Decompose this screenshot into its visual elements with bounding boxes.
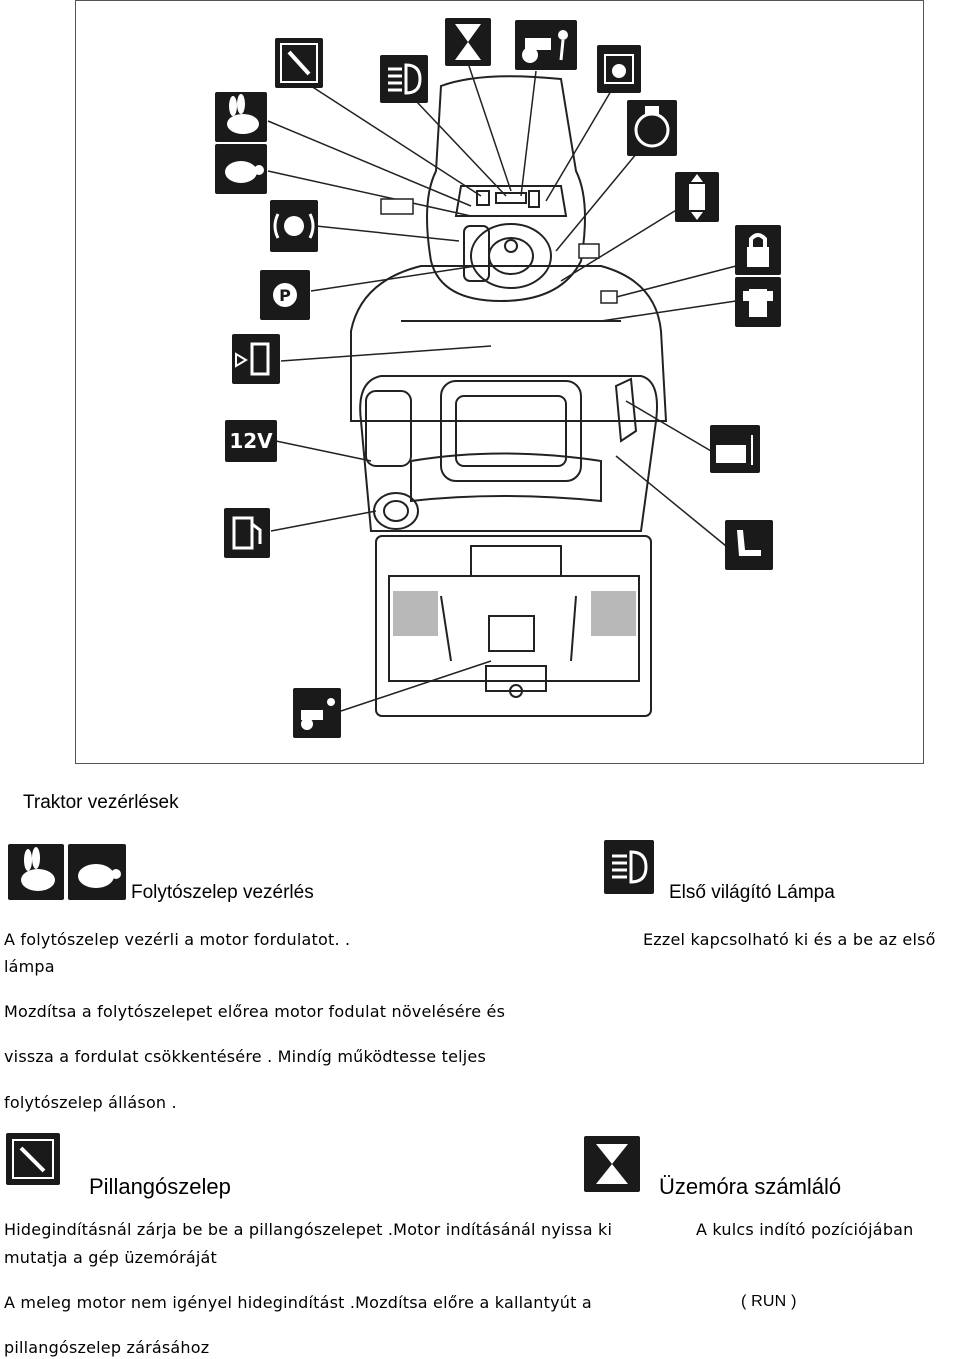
mower-deck [375, 535, 652, 717]
throttle-text-line2: lámpa [4, 957, 55, 976]
throttle-paragraph-line1: Mozdítsa a folytószelepet előrea motor f… [4, 1002, 506, 1021]
hourmeter-text-line1: A kulcs indító pozíciójában [696, 1220, 914, 1239]
seat-adjust-icon [725, 520, 773, 570]
ignition-area [470, 223, 552, 289]
steering-column [426, 75, 586, 303]
throttle-heading: Folytószelep vezérlés [131, 882, 314, 903]
choke-text-line3: A meleg motor nem igényel hidegindítást … [4, 1293, 592, 1312]
hourglass-icon [584, 1136, 640, 1192]
lock-icon [735, 225, 781, 275]
cutting-height-icon [710, 425, 760, 473]
hourmeter-heading: Üzemóra számláló [659, 1174, 842, 1199]
choke-heading: Pillangószelep [89, 1174, 231, 1199]
engine-start-icon [627, 100, 677, 156]
tractor-controls-figure [75, 0, 924, 764]
twelve-volt-label: 12V [229, 429, 273, 453]
parking-brake-icon: P [260, 270, 310, 320]
rabbit-icon [215, 92, 267, 142]
turtle-icon [68, 844, 126, 900]
fuel-pump-icon [224, 508, 270, 558]
throttle-paragraph-line2: vissza a fordulat csökkentésére . Mindíg… [4, 1047, 486, 1066]
pto-blade-icon [270, 200, 318, 252]
section-title: Traktor vezérlések [23, 792, 179, 813]
hourglass-icon [445, 18, 491, 66]
rabbit-icon [8, 844, 64, 900]
tractor-forward-reverse-icon [675, 172, 719, 222]
twelve-volt-icon: 12V [225, 420, 277, 462]
choke-text-line1: Hidegindításnál zárja be be a pillangósz… [4, 1220, 613, 1239]
tractor-body [350, 265, 668, 422]
headlight-icon [604, 840, 654, 894]
headlight-icon [380, 55, 428, 103]
throttle-text-line1: A folytószelep vezérli a motor fordulato… [4, 930, 351, 949]
hourmeter-text-line2: ( RUN ) [741, 1293, 797, 1310]
choke-icon [6, 1133, 60, 1185]
choke-icon [275, 38, 323, 88]
choke-text-line2: mutatja a gép üzemóráját [4, 1248, 218, 1267]
turtle-icon [215, 144, 267, 194]
seat [359, 375, 658, 532]
tractor-dashboard-drawing [267, 65, 737, 717]
throttle-paragraph-line3: folytószelep álláson . [4, 1093, 177, 1112]
mowing-warning-icon [293, 688, 341, 738]
reverse-mow-icon [597, 45, 641, 93]
headlight-heading: Első világító Lámpa [669, 882, 835, 903]
fuel-level-icon [232, 334, 280, 384]
differential-lock-icon [735, 277, 781, 327]
svg-text:P: P [279, 286, 291, 305]
mowing-operator-icon [515, 20, 577, 70]
headlight-text-line1: Ezzel kapcsolható ki és a be az első [643, 930, 936, 949]
choke-text-line4: pillangószelep zárásához [4, 1338, 210, 1357]
